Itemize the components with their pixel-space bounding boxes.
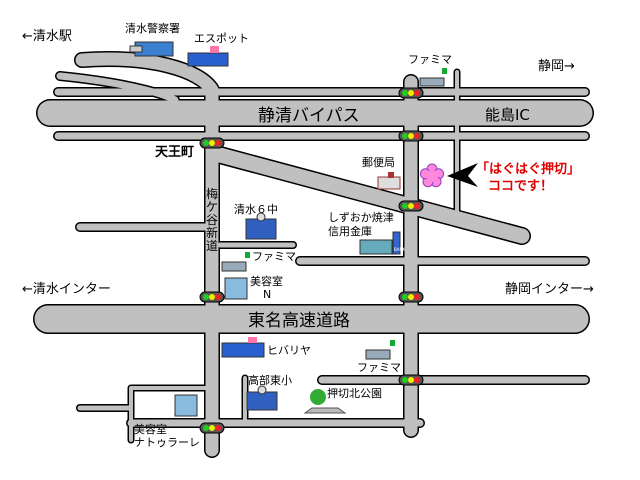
pointer-arrow-icon (447, 163, 478, 187)
traffic-light-icon (199, 137, 225, 149)
label-tennocho: 天王町 (155, 145, 194, 160)
label-famima-top: ファミマ (408, 53, 452, 66)
famima-low-icon (365, 340, 395, 360)
label-shizuoka-ic: 静岡インター→ (505, 282, 594, 297)
label-char: 梅 (206, 186, 218, 201)
bank-icon (359, 231, 401, 255)
label-shizuoka: 静岡→ (538, 59, 575, 74)
famima-top-icon (419, 68, 447, 87)
label-umegaya-road: 梅 ケ 谷 新 道 (206, 186, 218, 253)
label-noshima-ic: 能島IC (485, 106, 530, 124)
label-char: 道 (206, 239, 218, 253)
label-famima-mid: ファミマ (252, 250, 296, 263)
post-office-icon (377, 172, 401, 190)
label-takabe-school: 高部東小 (248, 373, 292, 387)
label-char: 新 (206, 225, 218, 240)
traffic-light-icon (398, 200, 424, 212)
label-shimizu-station: ←清水駅 (22, 29, 72, 44)
label-target-name: 「はぐはぐ押切」 (476, 161, 580, 177)
takabe-school-icon (246, 385, 278, 411)
label-shimizu-ic: ←清水インター (22, 282, 111, 297)
label-school6: 清水６中 (234, 203, 278, 216)
espot-building-icon (187, 46, 229, 67)
label-hibariya: ヒバリヤ (267, 344, 311, 357)
label-salon-nat-2: ナトゥラーレ (134, 436, 200, 449)
label-post-office: 郵便局 (362, 156, 395, 169)
label-target-here: ココです！ (488, 179, 553, 194)
traffic-lights (199, 87, 424, 434)
traffic-light-icon (398, 291, 424, 303)
famima-mid-icon (221, 252, 250, 272)
police-building-icon (129, 41, 174, 57)
traffic-light-icon (199, 291, 225, 303)
salon-n-icon (224, 277, 248, 300)
park-tree-icon (303, 389, 347, 414)
label-char: 谷 (206, 213, 218, 227)
label-famima-low: ファミマ (357, 361, 401, 374)
label-park: 押切北公園 (327, 386, 382, 400)
label-tomei: 東名高速道路 (248, 311, 350, 331)
label-bank-2: 信用金庫 (328, 224, 372, 238)
label-salon-n-2: N (263, 288, 271, 301)
label-salon-n-1: 美容室 (250, 274, 283, 288)
traffic-light-icon (398, 130, 424, 142)
salon-nat-icon (174, 394, 198, 417)
flower-marker-icon (419, 163, 445, 188)
label-bank-sign: BANK (394, 247, 405, 252)
label-bank-1: しずおか焼津 (328, 211, 394, 224)
label-char: ケ (206, 200, 218, 214)
school6-icon (245, 212, 277, 240)
traffic-light-icon (398, 374, 424, 386)
label-bypass: 静清バイパス (258, 106, 360, 126)
traffic-light-icon (398, 87, 424, 99)
label-espot: エスポット (194, 32, 249, 45)
label-salon-nat-1: 美容室 (134, 422, 167, 436)
hibariya-icon (221, 337, 265, 358)
label-police: 清水警察署 (125, 21, 180, 35)
traffic-light-icon (199, 422, 225, 434)
